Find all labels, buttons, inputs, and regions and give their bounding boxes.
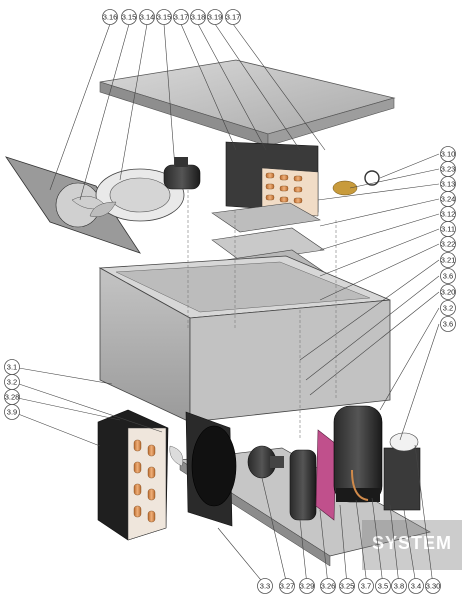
svg-text:3.19: 3.19 xyxy=(208,13,223,22)
callout-right-9: 3.6 xyxy=(440,268,456,284)
svg-text:3.3: 3.3 xyxy=(260,582,270,591)
evaporator-fan-motor xyxy=(163,157,201,190)
callout-right-2: 3.23 xyxy=(440,161,456,177)
callout-bottom-5: 3.25 xyxy=(339,578,355,594)
callout-top-3: 3.14 xyxy=(139,9,155,25)
callout-bottom-8: 3.8 xyxy=(391,578,407,594)
svg-text:3.6: 3.6 xyxy=(443,320,453,329)
callout-right-1: 3.10 xyxy=(440,146,456,162)
compressor xyxy=(333,405,383,503)
svg-text:3.15: 3.15 xyxy=(122,13,137,22)
svg-text:3.13: 3.13 xyxy=(441,180,456,189)
callout-left-4: 3.9 xyxy=(4,404,20,420)
callout-right-12: 3.6 xyxy=(440,316,456,332)
callout-bottom-10: 3.30 xyxy=(425,578,441,594)
svg-text:3.17: 3.17 xyxy=(174,13,189,22)
liquid-receiver xyxy=(289,449,317,521)
callout-left-2: 3.2 xyxy=(4,374,20,390)
svg-text:3.30: 3.30 xyxy=(426,582,441,591)
assembly-lines xyxy=(187,190,337,440)
svg-text:3.29: 3.29 xyxy=(300,582,315,591)
svg-text:3.5: 3.5 xyxy=(378,582,388,591)
fan-assembly xyxy=(71,168,185,222)
callouts-left: 3.1 3.2 3.28 3.9 xyxy=(4,359,20,420)
callout-top-1: 3.16 xyxy=(102,9,118,25)
svg-text:3.8: 3.8 xyxy=(394,582,404,591)
svg-text:3.23: 3.23 xyxy=(441,165,456,174)
callout-right-8: 3.21 xyxy=(440,252,456,268)
svg-text:3.22: 3.22 xyxy=(441,240,456,249)
leader-lines xyxy=(12,23,440,586)
callout-bottom-7: 3.5 xyxy=(375,578,391,594)
callout-right-10: 3.20 xyxy=(440,284,456,300)
main-housing xyxy=(98,255,391,423)
callout-bottom-3: 3.29 xyxy=(299,578,315,594)
svg-text:3.28: 3.28 xyxy=(5,393,20,402)
callout-top-5: 3.17 xyxy=(173,9,189,25)
insulation-panel xyxy=(315,429,337,521)
svg-text:3.16: 3.16 xyxy=(103,13,118,22)
svg-text:3.1: 3.1 xyxy=(7,363,17,372)
top-cover-plate xyxy=(99,59,396,147)
svg-text:3.26: 3.26 xyxy=(321,582,336,591)
callout-left-3: 3.28 xyxy=(4,389,20,405)
svg-text:3.18: 3.18 xyxy=(191,13,206,22)
callout-right-7: 3.22 xyxy=(440,236,456,252)
callout-right-3: 3.13 xyxy=(440,176,456,192)
callout-right-6: 3.11 xyxy=(440,221,456,237)
svg-text:3.27: 3.27 xyxy=(280,582,295,591)
evaporator-coil xyxy=(225,141,319,217)
svg-text:3.2: 3.2 xyxy=(7,378,17,387)
callout-right-5: 3.12 xyxy=(440,206,456,222)
callouts-bottom: 3.3 3.27 3.29 3.26 3.25 3.7 3.5 3.8 3.4 … xyxy=(257,578,441,594)
callout-top-8: 3.17 xyxy=(225,9,241,25)
svg-text:3.2: 3.2 xyxy=(443,304,453,313)
callout-bottom-4: 3.26 xyxy=(320,578,336,594)
svg-text:3.25: 3.25 xyxy=(340,582,355,591)
svg-text:3.17: 3.17 xyxy=(226,13,241,22)
svg-text:3.14: 3.14 xyxy=(140,13,155,22)
svg-text:3.9: 3.9 xyxy=(7,408,17,417)
svg-text:3.4: 3.4 xyxy=(411,582,421,591)
condenser-fan-shroud xyxy=(169,411,237,527)
svg-text:3.12: 3.12 xyxy=(441,210,456,219)
condenser-coil xyxy=(97,409,169,541)
svg-text:3.11: 3.11 xyxy=(441,225,455,234)
callout-left-1: 3.1 xyxy=(4,359,20,375)
svg-text:3.10: 3.10 xyxy=(441,150,456,159)
callout-bottom-9: 3.4 xyxy=(408,578,424,594)
svg-text:3.24: 3.24 xyxy=(441,195,456,204)
svg-text:3.7: 3.7 xyxy=(361,582,371,591)
svg-text:3.21: 3.21 xyxy=(441,256,456,265)
electrical-box xyxy=(383,432,421,511)
callout-top-7: 3.19 xyxy=(207,9,223,25)
callout-top-2: 3.15 xyxy=(121,9,137,25)
callout-top-6: 3.18 xyxy=(190,9,206,25)
callout-top-4: 3.15 xyxy=(156,9,172,25)
system-watermark: SYSTEM xyxy=(362,520,462,570)
callout-bottom-2: 3.27 xyxy=(279,578,295,594)
callout-bottom-1: 3.3 xyxy=(257,578,273,594)
svg-text:3.6: 3.6 xyxy=(443,272,453,281)
expansion-valve xyxy=(332,170,380,196)
watermark-text: SYSTEM xyxy=(372,533,452,553)
callout-right-11: 3.2 xyxy=(440,300,456,316)
callouts-right: 3.10 3.23 3.13 3.24 3.12 3.11 3.22 3.21 … xyxy=(440,146,456,332)
svg-text:3.20: 3.20 xyxy=(441,288,456,297)
svg-text:3.15: 3.15 xyxy=(157,13,172,22)
callouts-top: 3.16 3.15 3.14 3.15 3.17 3.18 3.19 3.17 xyxy=(102,9,241,25)
callout-right-4: 3.24 xyxy=(440,191,456,207)
callout-bottom-6: 3.7 xyxy=(358,578,374,594)
